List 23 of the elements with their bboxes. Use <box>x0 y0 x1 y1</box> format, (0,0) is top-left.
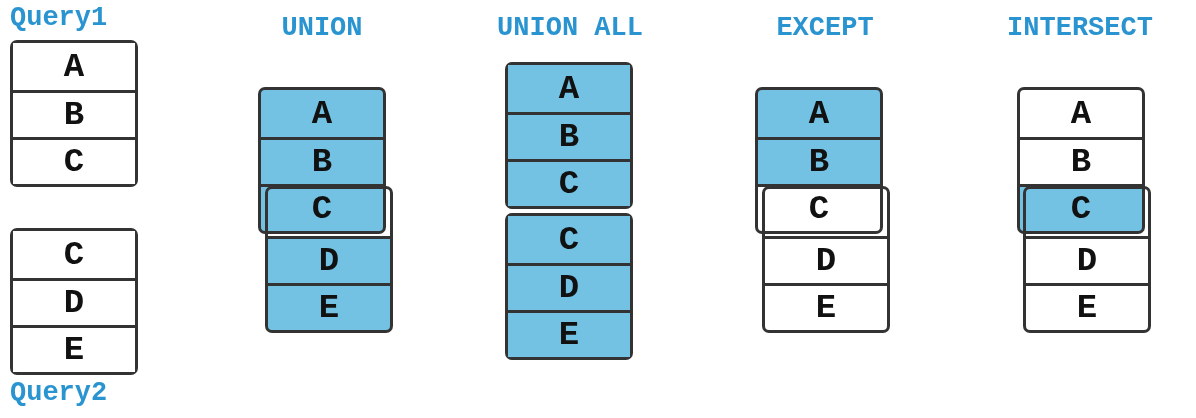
table-row: A <box>261 90 383 137</box>
table-outline <box>505 62 633 209</box>
table-heading: Query1 <box>10 2 108 34</box>
table-row: C <box>13 137 135 184</box>
table-row: C <box>508 159 630 206</box>
column-heading: EXCEPT <box>776 12 874 45</box>
table-row: D <box>268 236 390 283</box>
column-heading: UNION <box>281 12 363 45</box>
table-row: C <box>1020 184 1142 231</box>
table-row: A <box>508 65 630 112</box>
table-row: E <box>268 283 390 330</box>
table-heading: Query2 <box>10 377 108 409</box>
table-row: C <box>508 216 630 263</box>
table-row: B <box>261 137 383 184</box>
column-heading: INTERSECT <box>1007 12 1153 45</box>
table-outline <box>505 213 633 360</box>
table-row: B <box>758 137 880 184</box>
table-row: E <box>13 325 135 372</box>
table-row: E <box>508 310 630 357</box>
table-row: A <box>758 90 880 137</box>
table-row: D <box>508 263 630 310</box>
table-row: B <box>508 112 630 159</box>
column-heading: UNION ALL <box>497 12 643 45</box>
